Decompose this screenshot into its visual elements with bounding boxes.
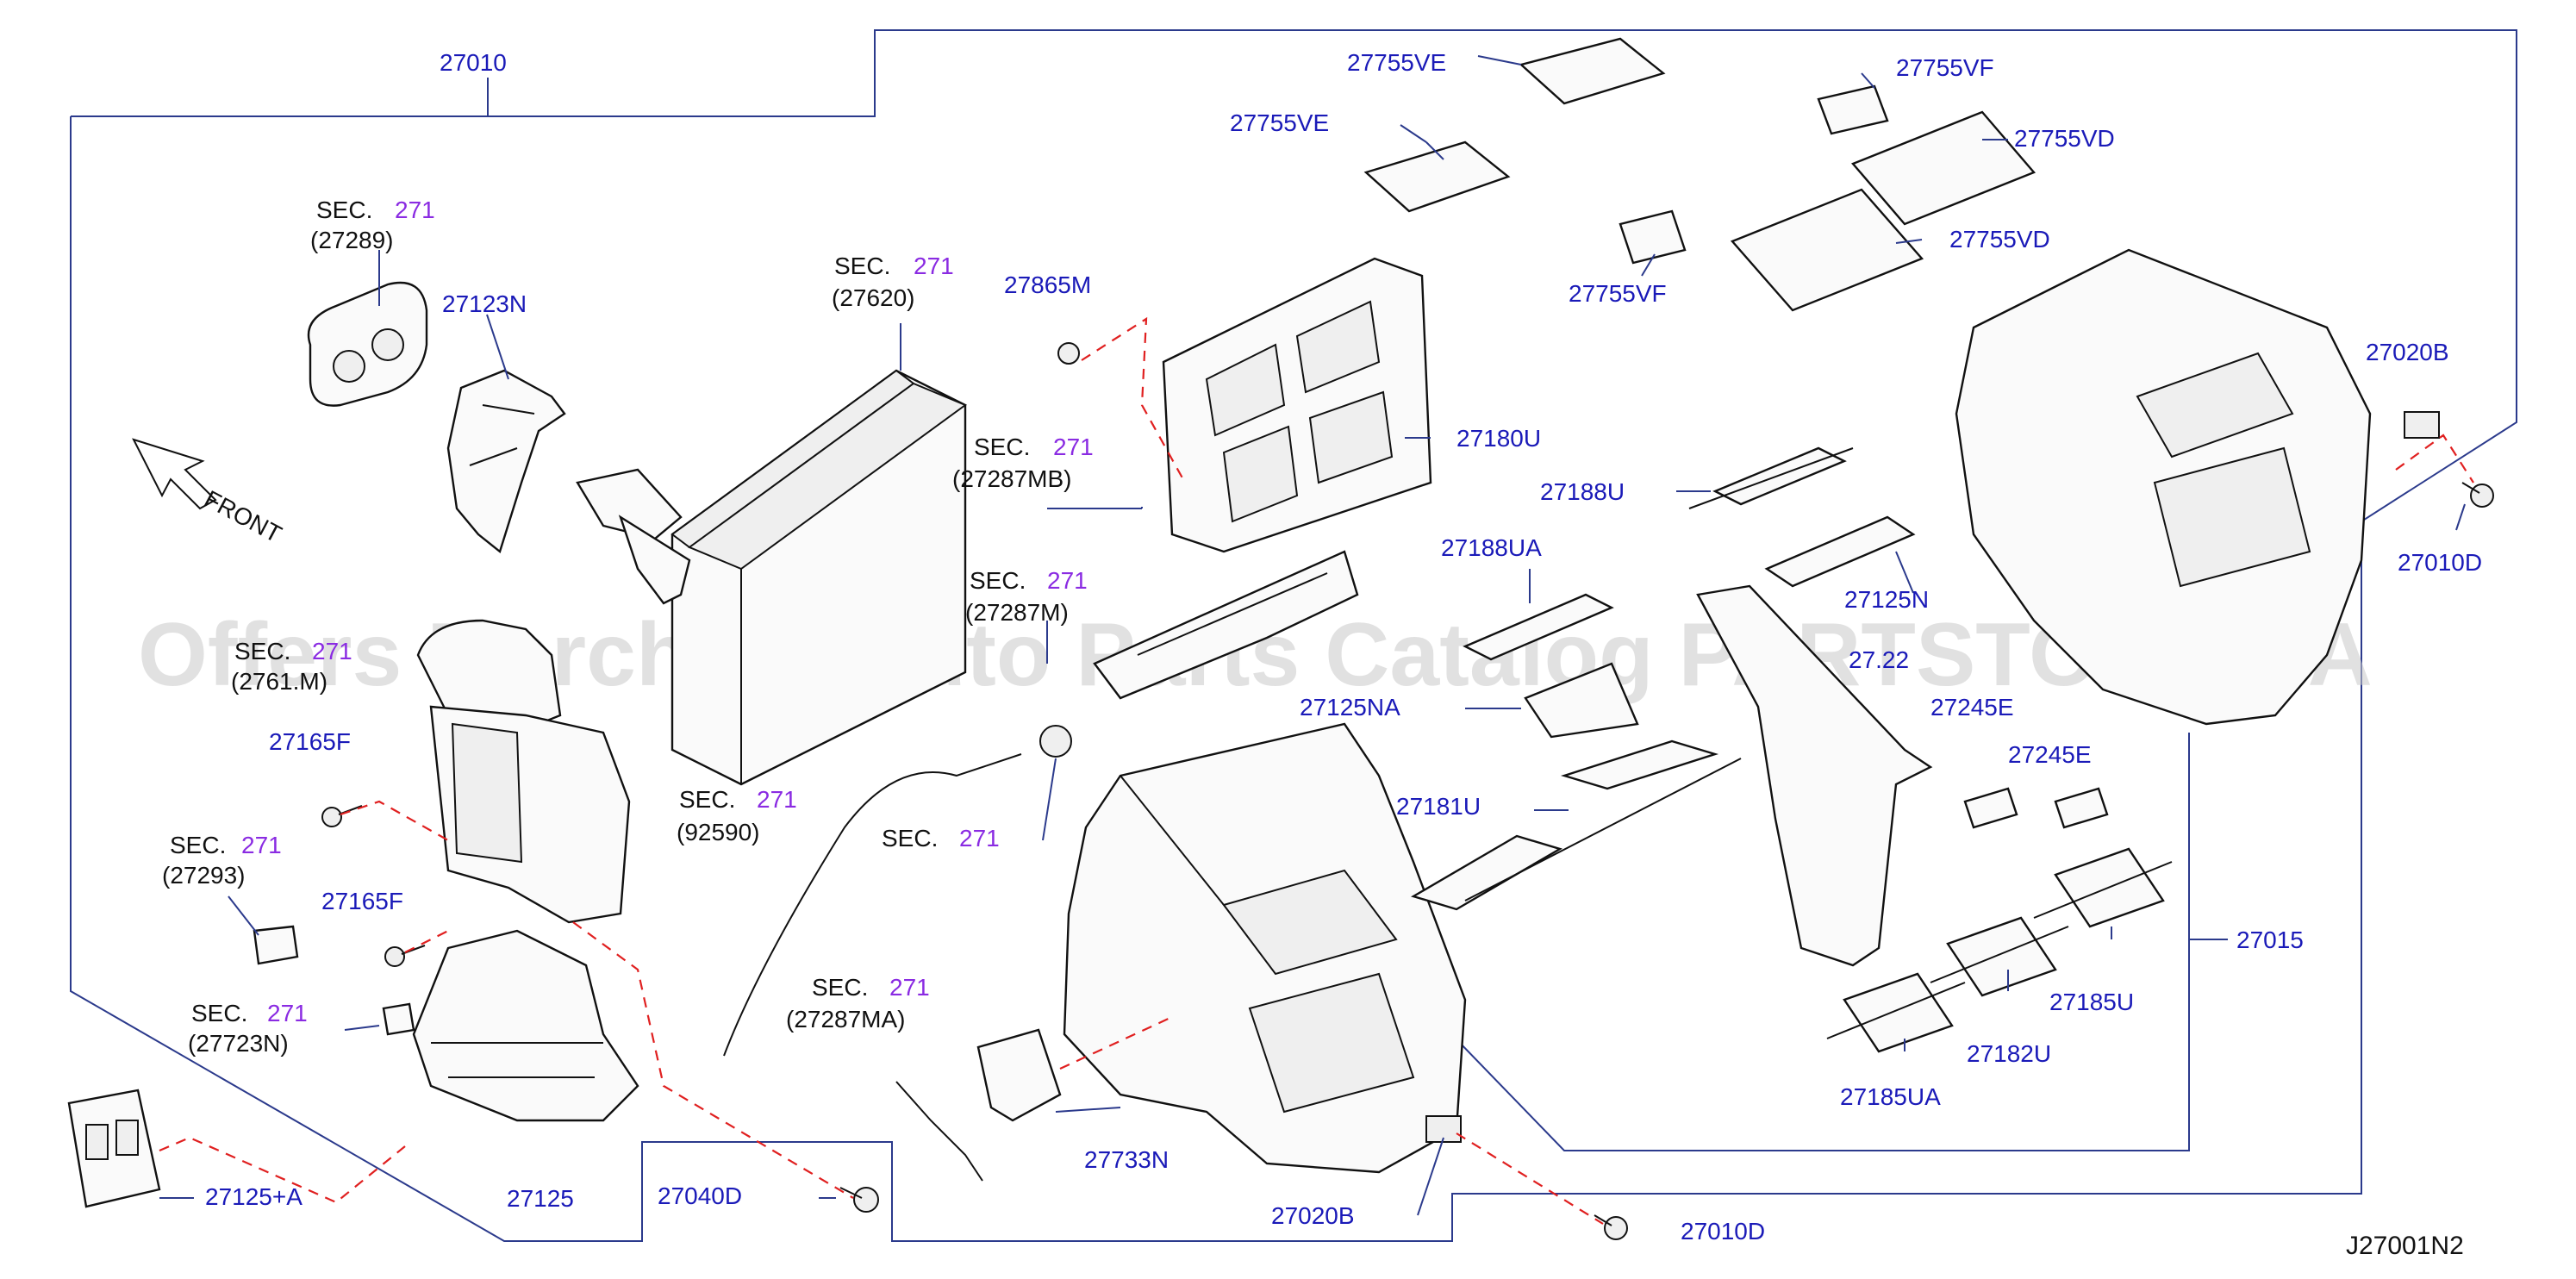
side-duct-part (1696, 584, 1933, 967)
sec-number-5: 271 (312, 638, 352, 664)
diagram-reference-code: J27001N2 (2346, 1232, 2464, 1260)
mode-door-parts (1463, 446, 1916, 739)
sec-prefix-10: SEC. (812, 974, 868, 1001)
label-27188ua: 27188UA (1441, 534, 1542, 561)
label-27182u: 27182U (1967, 1040, 2051, 1067)
label-27755ve-b: 27755VE (1230, 109, 1329, 136)
sec-number-8: 271 (241, 832, 282, 858)
label-27620: (27620) (832, 284, 915, 311)
evaporator-part (576, 369, 968, 786)
label-27125: 27125 (507, 1185, 574, 1212)
label-27040d: 27040D (658, 1182, 742, 1209)
front-arrow-icon: FRONT (132, 438, 286, 548)
sec-number-7: 271 (959, 825, 1000, 852)
label-27165f-a: 27165F (269, 728, 351, 755)
label-27020b-b: 27020B (1271, 1202, 1355, 1229)
label-27287mb: (27287MB) (952, 465, 1072, 492)
assembly-dashed-lines (159, 316, 2474, 1225)
sec-prefix-4: SEC. (970, 567, 1026, 594)
sec-prefix-2: SEC. (834, 253, 890, 279)
main-case-part (1955, 248, 2372, 726)
fastener-parts (253, 342, 2494, 1240)
label-27125a: 27125+A (205, 1183, 303, 1210)
sec-number-9: 271 (267, 1000, 308, 1026)
label-27287ma: (27287MA) (786, 1006, 906, 1033)
part-labels: 27010 SEC. 271 (27289) 27123N SEC. 271 (… (162, 49, 2482, 1260)
sec-number-3: 271 (1053, 434, 1094, 460)
label-27x22: 27.22 (1849, 646, 1909, 673)
heater-unit-case-part (1063, 722, 1467, 1174)
duct-27123n-part (446, 369, 566, 554)
sec-prefix-9: SEC. (191, 1000, 247, 1026)
label-27733n: 27733N (1084, 1146, 1169, 1173)
bracket-part (1093, 550, 1359, 700)
sec-number-4: 271 (1047, 567, 1088, 594)
label-27755vf-b: 27755VF (1569, 280, 1667, 307)
label-27723n: (27723N) (188, 1030, 289, 1057)
blower-unit-part (416, 619, 631, 924)
assembly-boundary-lines (70, 29, 2517, 1242)
sec-prefix-3: SEC. (974, 434, 1030, 460)
sec-number-1: 271 (395, 197, 435, 223)
grommet-part (307, 281, 428, 407)
label-27015: 27015 (2236, 926, 2304, 953)
label-27245e-b: 27245E (2008, 741, 2092, 768)
leader-lines (159, 55, 2466, 1216)
actuator-part (976, 1028, 1062, 1122)
sec-number-10: 271 (889, 974, 930, 1001)
label-27185u: 27185U (2049, 989, 2134, 1015)
sec-number-2: 271 (914, 253, 954, 279)
label-92590: (92590) (677, 819, 760, 845)
label-27245e-a: 27245E (1930, 694, 2014, 721)
sec-prefix-7: SEC. (882, 825, 938, 852)
sec-prefix-6: SEC. (679, 786, 735, 813)
label-27185ua: 27185UA (1840, 1083, 1941, 1110)
air-mix-door-parts (1826, 847, 2173, 1053)
label-27865m: 27865M (1004, 271, 1091, 298)
blower-case-part (412, 929, 639, 1122)
label-27123n: 27123N (442, 290, 527, 317)
label-27755vd-b: 27755VD (1949, 226, 2050, 253)
sec-number-6: 271 (757, 786, 797, 813)
label-27287m: (27287M) (965, 599, 1069, 626)
sec-prefix-5: SEC. (234, 638, 290, 664)
label-27010d-a: 27010D (2398, 549, 2482, 576)
label-27289: (27289) (310, 227, 394, 253)
label-27010: 27010 (440, 49, 507, 76)
heater-core-frame-part (1162, 257, 1432, 553)
clip-parts (1963, 787, 2109, 829)
sec-prefix-1: SEC. (316, 197, 372, 223)
label-27188u: 27188U (1540, 478, 1625, 505)
filter-grille-part (1411, 739, 1742, 911)
label-27181u: 27181U (1396, 793, 1481, 820)
label-27125na: 27125NA (1300, 694, 1400, 721)
label-27020b-a: 27020B (2366, 339, 2449, 365)
drain-hose-part (723, 725, 1072, 1182)
label-27125n: 27125N (1844, 586, 1929, 613)
label-27755vf-a: 27755VF (1896, 54, 1994, 81)
label-27010d-b: 27010D (1681, 1218, 1765, 1245)
sec-prefix-8: SEC. (170, 832, 226, 858)
front-label: FRONT (200, 485, 286, 548)
intake-grille-part (67, 1089, 161, 1208)
label-2761xm: (2761.M) (231, 668, 327, 695)
label-27165f-b: 27165F (321, 888, 403, 914)
label-27293: (27293) (162, 862, 246, 889)
label-27755ve-a: 27755VE (1347, 49, 1446, 76)
label-27755vd-a: 27755VD (2014, 125, 2115, 152)
label-27180u: 27180U (1456, 425, 1541, 452)
